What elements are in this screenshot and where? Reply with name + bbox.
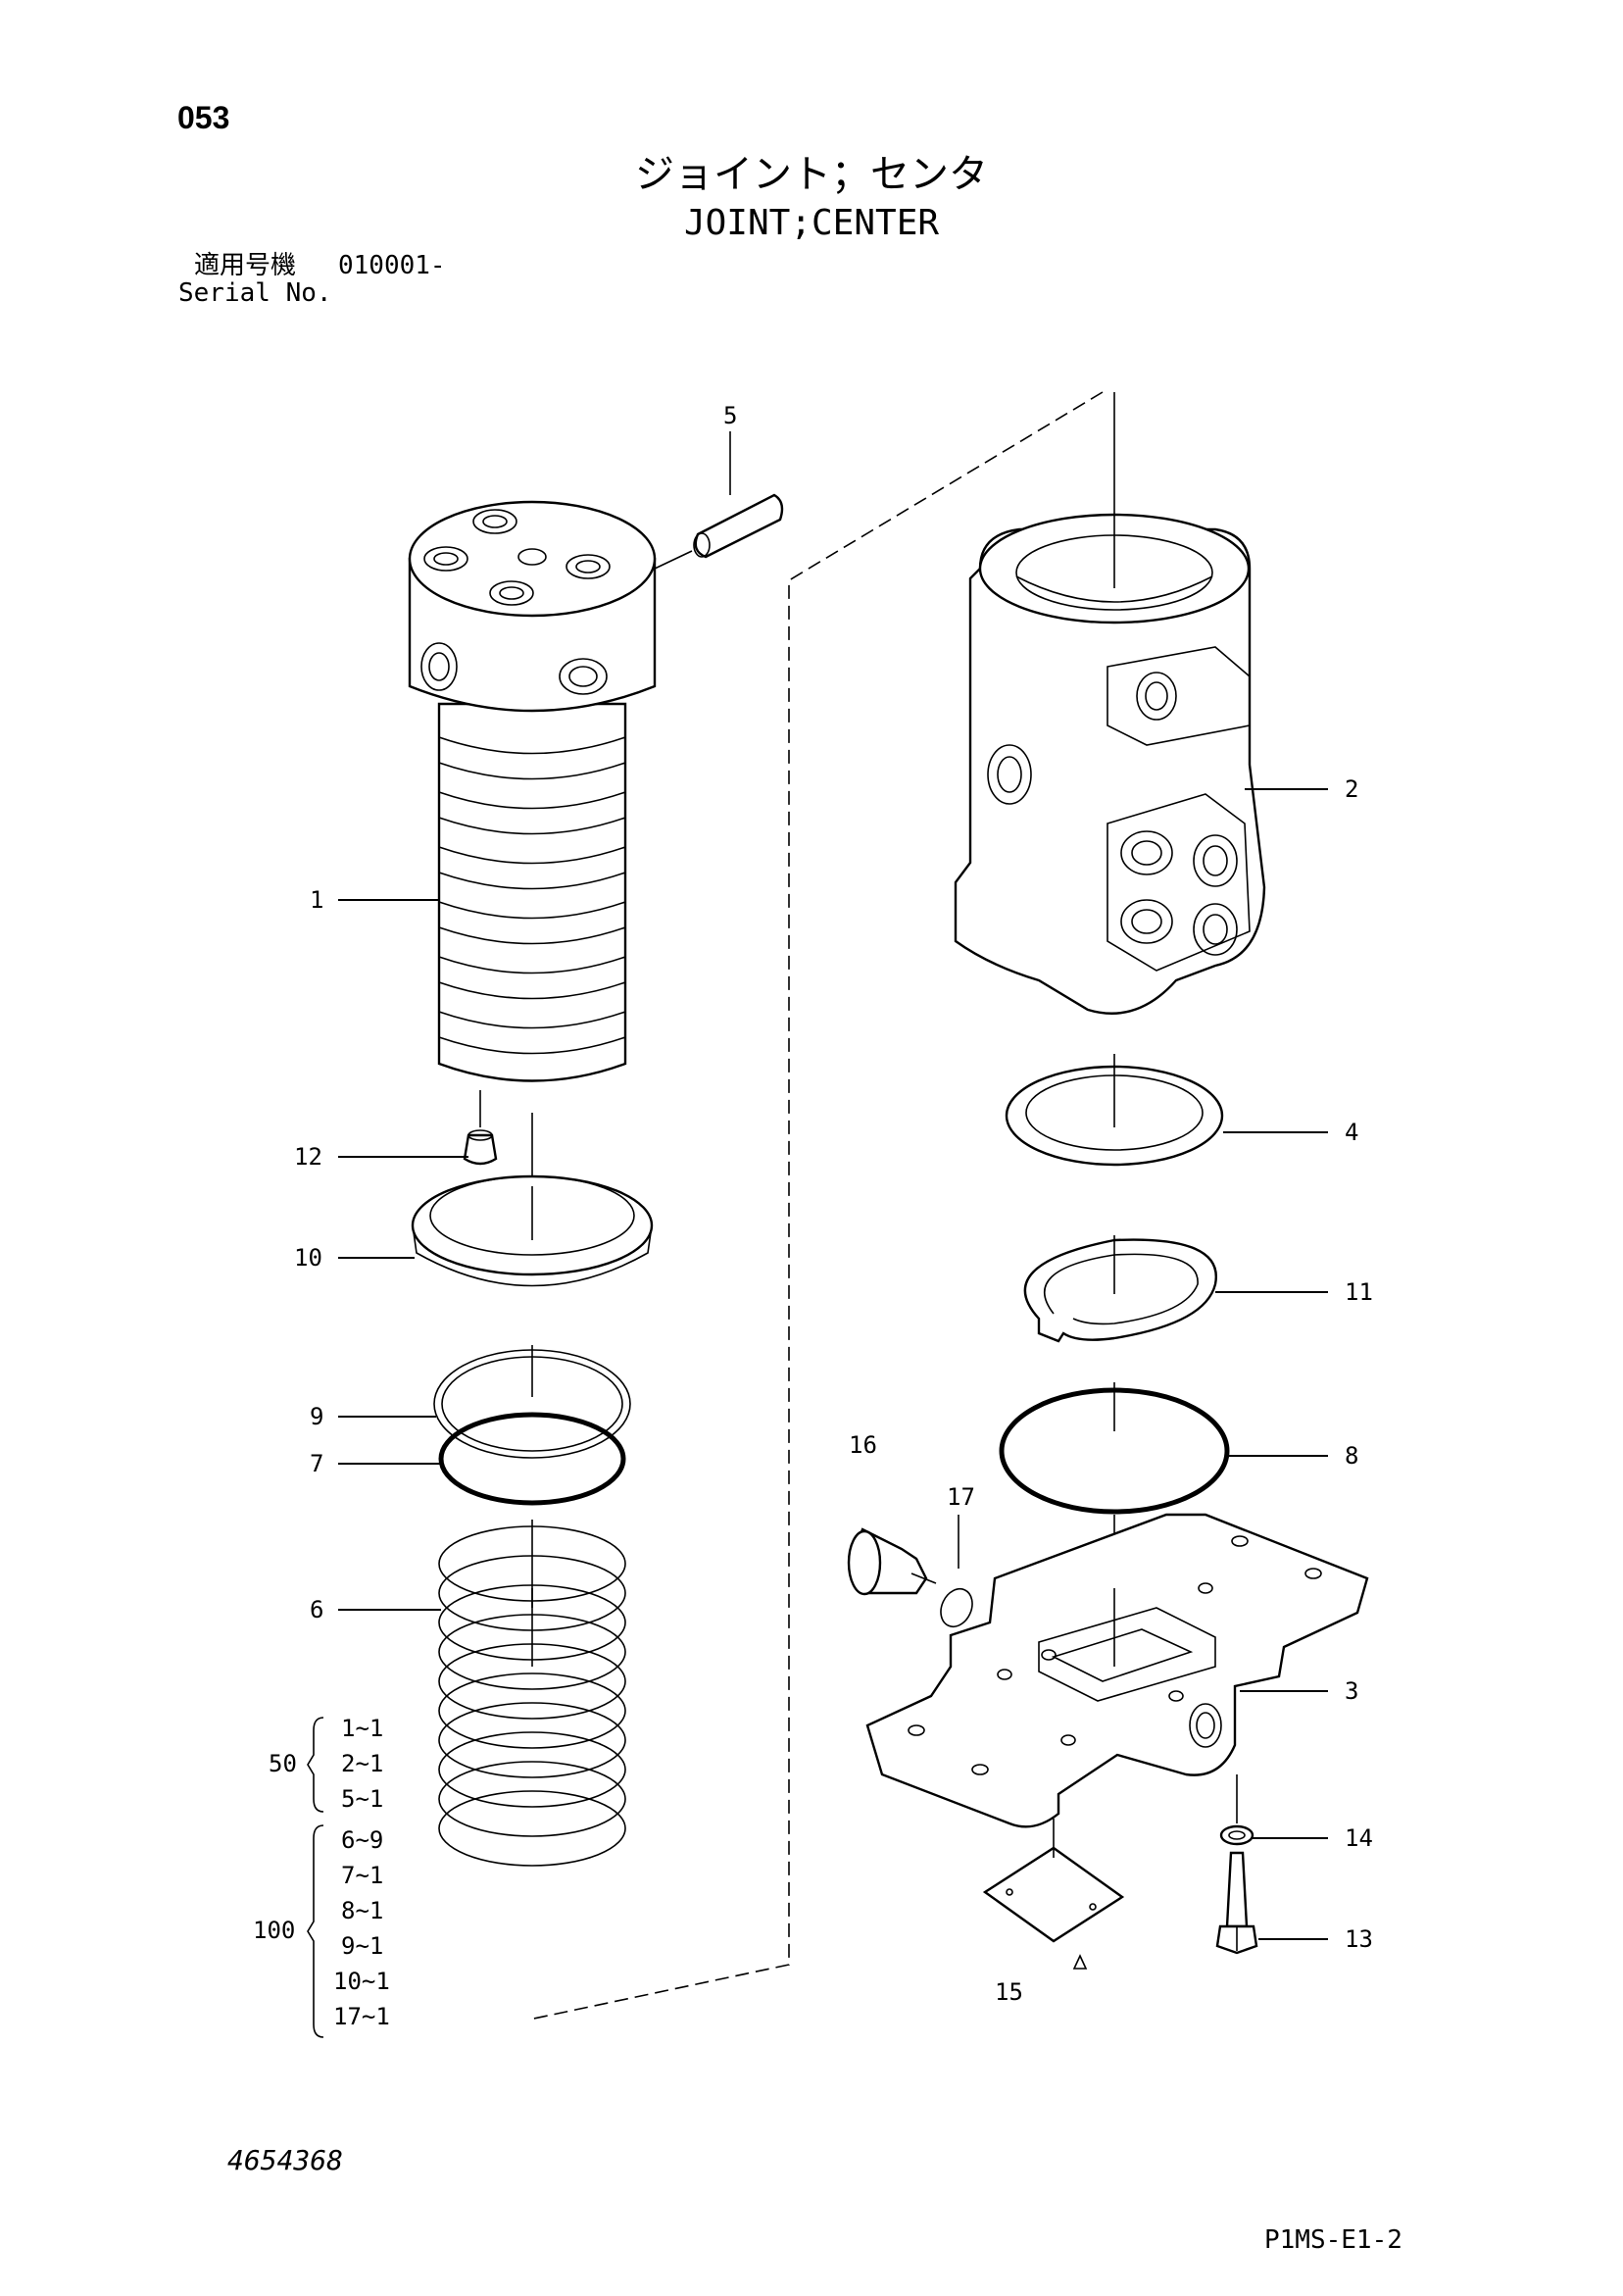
o-ring-part-7 [438, 1412, 626, 1506]
o-ring-part-17 [940, 1515, 973, 1628]
pin-part-5 [654, 431, 784, 570]
kit-list-50: 50 1~1 2~1 5~1 [269, 1715, 383, 1813]
callout-2: 2 [1345, 775, 1358, 803]
ring-part-10 [411, 1174, 654, 1287]
callout-13: 13 [1345, 1925, 1373, 1953]
bolt-part-13 [1215, 1851, 1258, 1955]
sheet-code: P1MS-E1-2 [1264, 2225, 1402, 2255]
kit-quantity: 50 [269, 1750, 297, 1777]
callout-numbers: 1 2 3 4 5 6 7 8 9 10 11 12 13 14 15 16 1… [294, 402, 1373, 2006]
callout-8: 8 [1345, 1442, 1358, 1470]
callout-10: 10 [294, 1244, 322, 1272]
seal-ring-stack-part-6 [438, 1525, 626, 1867]
kit-list-100: 100 6~9 7~1 8~1 9~1 10~1 17~1 [253, 1824, 390, 2038]
leader-lines [338, 788, 1328, 1940]
washer-part-14 [1219, 1774, 1254, 1846]
plug-part-16 [847, 1527, 937, 1596]
snap-ring-part-11 [1023, 1235, 1218, 1343]
kit-item: 1~1 [341, 1715, 383, 1742]
kit-item: 5~1 [341, 1785, 383, 1813]
kit-item: 2~1 [341, 1750, 383, 1777]
serial-number-value: 010001- [338, 251, 446, 280]
backup-ring-part-9 [433, 1345, 631, 1459]
serial-label-japanese: 適用号機 [194, 251, 297, 280]
callout-4: 4 [1345, 1119, 1358, 1146]
callout-15: 15 [995, 1978, 1023, 2006]
plug-part-12 [463, 1090, 498, 1166]
kit-item: 10~1 [333, 1968, 390, 1995]
kit-item: 17~1 [333, 2003, 390, 2030]
title-english: JOINT;CENTER [683, 203, 940, 243]
kit-item: 7~1 [341, 1862, 383, 1889]
cover-part-3 [865, 1513, 1369, 1828]
name-plate-part-15 [982, 1819, 1125, 1970]
callout-16: 16 [849, 1431, 877, 1459]
ring-part-4 [1005, 1054, 1224, 1167]
callout-11: 11 [1345, 1278, 1373, 1306]
kit-item: 6~9 [341, 1826, 383, 1854]
body-part-2 [954, 392, 1266, 1015]
assembly-boundary-dashed-line [528, 391, 1104, 2021]
spindle-part-1 [408, 500, 657, 1082]
callout-1: 1 [310, 886, 323, 914]
callout-9: 9 [310, 1403, 323, 1430]
title-japanese: ジョイント；センタ [635, 152, 988, 197]
callout-5: 5 [723, 402, 737, 429]
page-number: 053 [177, 100, 230, 135]
callout-12: 12 [294, 1143, 322, 1171]
serial-label-english: Serial No. [178, 278, 332, 308]
callout-6: 6 [310, 1596, 323, 1623]
callout-3: 3 [1345, 1677, 1358, 1705]
callout-7: 7 [310, 1450, 323, 1477]
kit-item: 8~1 [341, 1897, 383, 1924]
kit-quantity: 100 [253, 1917, 295, 1944]
kit-item: 9~1 [341, 1932, 383, 1960]
drawing-number: 4654368 [227, 2144, 344, 2176]
callout-17: 17 [947, 1483, 975, 1511]
callout-14: 14 [1345, 1824, 1373, 1852]
